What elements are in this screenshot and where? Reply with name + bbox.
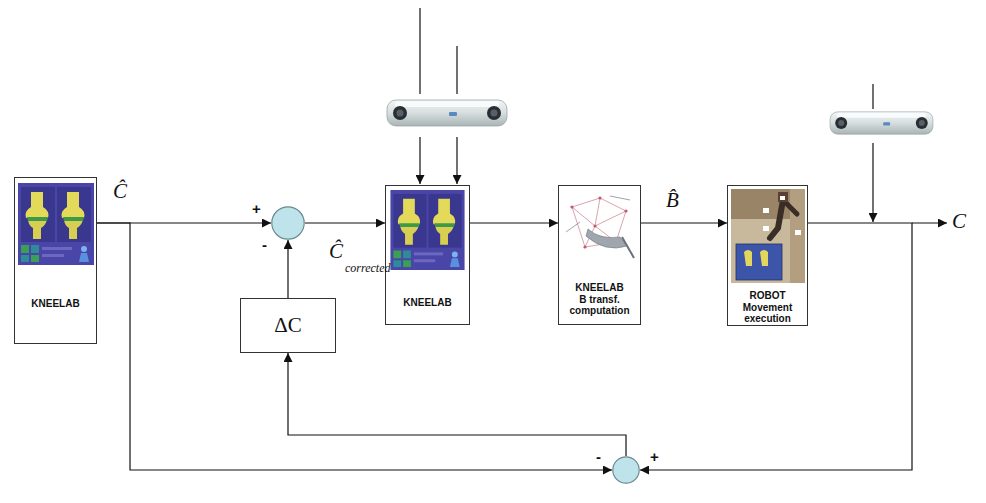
robot-photo [731,189,805,283]
software-box: KNEELAB [385,185,470,325]
signal-label: C [952,211,966,232]
signal-label: B̂ [666,190,679,211]
tracking-camera [830,112,933,134]
signal-line [641,222,727,223]
junction-outline [271,206,305,240]
camera-signal-lines [420,8,947,223]
kneelab-screenshot [18,183,94,265]
sign-label: + [650,450,659,464]
signal-line [470,222,558,223]
box-label: ROBOT Movement execution [731,290,804,325]
error-box: ΔC [240,298,336,353]
summing-junction: +- [271,206,305,240]
signal-line [287,240,288,298]
sign-label: - [262,238,267,252]
transform-sketch [566,196,634,258]
box-label: KNEELAB [18,298,93,310]
sign-label: - [596,450,601,464]
signal-line [305,222,385,223]
software-box: KNEELAB [14,177,97,344]
kneelab-screenshot [390,190,464,270]
junction-outline [612,456,640,484]
block-label: ΔC [274,315,302,336]
process-box: KNEELABB transf. computation [558,185,641,325]
signal-line [288,353,626,456]
box-label: B transf. computation [562,294,637,317]
signal-line [97,223,612,470]
tracking-camera [387,100,507,126]
box-label: KNEELAB [389,297,466,309]
junction-circle [613,457,639,483]
signal-label: Ĉ [329,241,343,262]
sign-label: + [252,202,261,216]
signal-label: corrected [345,262,391,274]
summing-junction: -+ [612,456,640,484]
signal-label: Ĉ [113,181,127,202]
box-label: KNEELAB [562,282,637,294]
signal-line [640,223,912,470]
junction-circle [272,207,304,239]
robot-box: ROBOT Movement execution [727,185,808,326]
